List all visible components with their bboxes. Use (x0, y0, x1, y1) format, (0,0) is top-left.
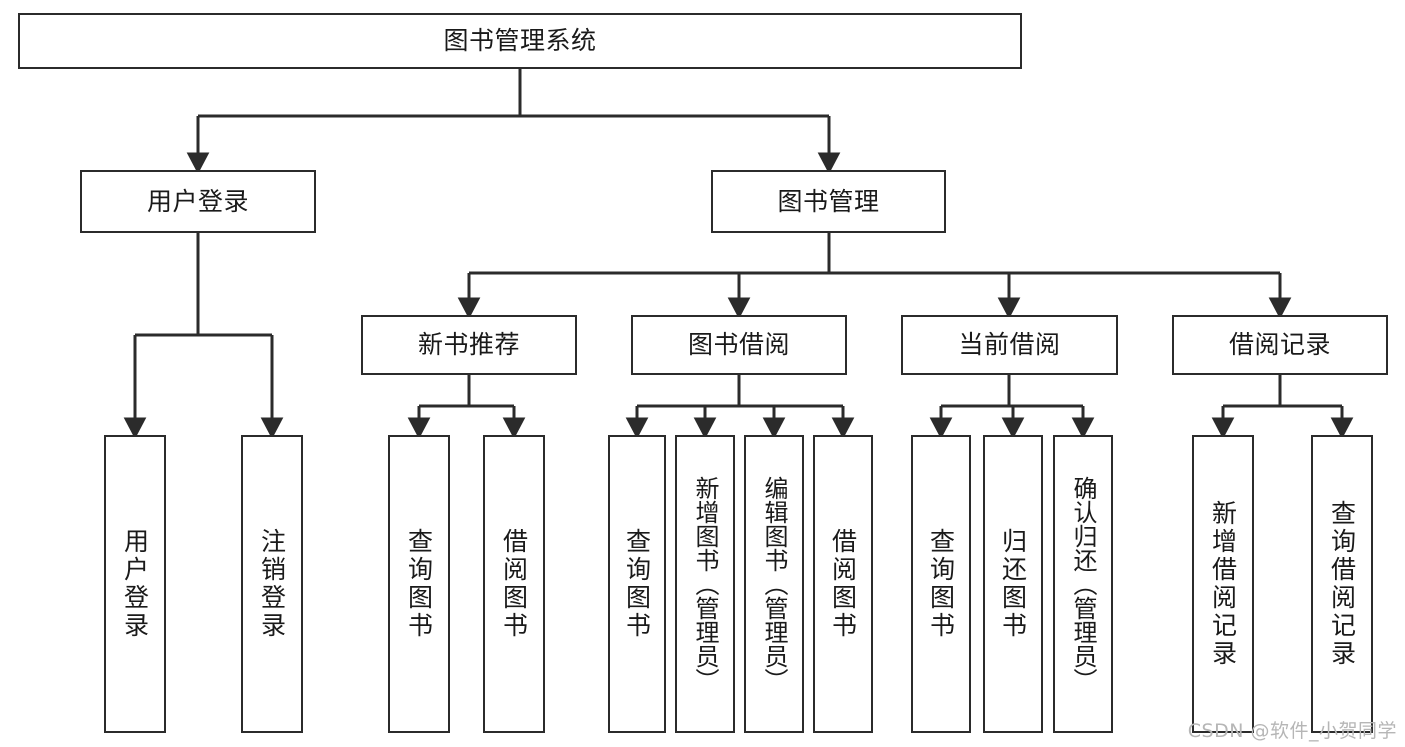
node-borrow-record[interactable]: 借阅记录 (1172, 315, 1388, 375)
node-new-book-recommend[interactable]: 新书推荐 (361, 315, 577, 375)
node-root-book-management-system[interactable]: 图书管理系统 (18, 13, 1022, 69)
node-label: 借阅图书 (499, 528, 529, 640)
node-leaf-logout[interactable]: 注销登录 (241, 435, 303, 733)
node-leaf-query-book-current[interactable]: 查询图书 (911, 435, 971, 733)
node-leaf-user-login[interactable]: 用户登录 (104, 435, 166, 733)
node-label: 借阅图书 (828, 528, 858, 640)
node-leaf-confirm-return-admin[interactable]: 确认归还（管理员） (1053, 435, 1113, 733)
node-leaf-borrow-book-recommend[interactable]: 借阅图书 (483, 435, 545, 733)
node-leaf-edit-book-admin[interactable]: 编辑图书（管理员） (744, 435, 804, 733)
node-leaf-return-book[interactable]: 归还图书 (983, 435, 1043, 733)
node-label: 查询借阅记录 (1327, 500, 1357, 668)
node-leaf-query-book-borrow[interactable]: 查询图书 (608, 435, 666, 733)
node-label: 用户登录 (146, 186, 249, 216)
node-label: 查询图书 (404, 528, 434, 640)
node-label: 当前借阅 (958, 330, 1061, 360)
node-label: 新书推荐 (417, 330, 520, 360)
node-leaf-query-borrow-record[interactable]: 查询借阅记录 (1311, 435, 1373, 733)
node-label: 编辑图书（管理员） (760, 476, 788, 692)
node-label: 图书管理系统 (443, 26, 597, 56)
node-label: 注销登录 (257, 528, 287, 640)
node-label: 确认归还（管理员） (1069, 476, 1097, 692)
node-leaf-query-book-recommend[interactable]: 查询图书 (388, 435, 450, 733)
node-leaf-add-borrow-record[interactable]: 新增借阅记录 (1192, 435, 1254, 733)
node-label: 新增借阅记录 (1208, 500, 1238, 668)
node-current-borrow[interactable]: 当前借阅 (901, 315, 1118, 375)
csdn-watermark: CSDN @软件_小贺同学 (1187, 720, 1397, 742)
node-leaf-borrow-book[interactable]: 借阅图书 (813, 435, 873, 733)
node-label: 图书借阅 (687, 330, 790, 360)
node-label: 查询图书 (622, 528, 652, 640)
node-label: 归还图书 (998, 528, 1028, 640)
node-user-login[interactable]: 用户登录 (80, 170, 316, 233)
node-label: 借阅记录 (1228, 330, 1331, 360)
node-label: 查询图书 (926, 528, 956, 640)
node-label: 图书管理 (777, 186, 880, 216)
node-label: 用户登录 (120, 528, 150, 640)
node-leaf-add-book-admin[interactable]: 新增图书（管理员） (675, 435, 735, 733)
node-book-borrow[interactable]: 图书借阅 (631, 315, 847, 375)
node-book-management[interactable]: 图书管理 (711, 170, 946, 233)
node-label: 新增图书（管理员） (691, 476, 719, 692)
